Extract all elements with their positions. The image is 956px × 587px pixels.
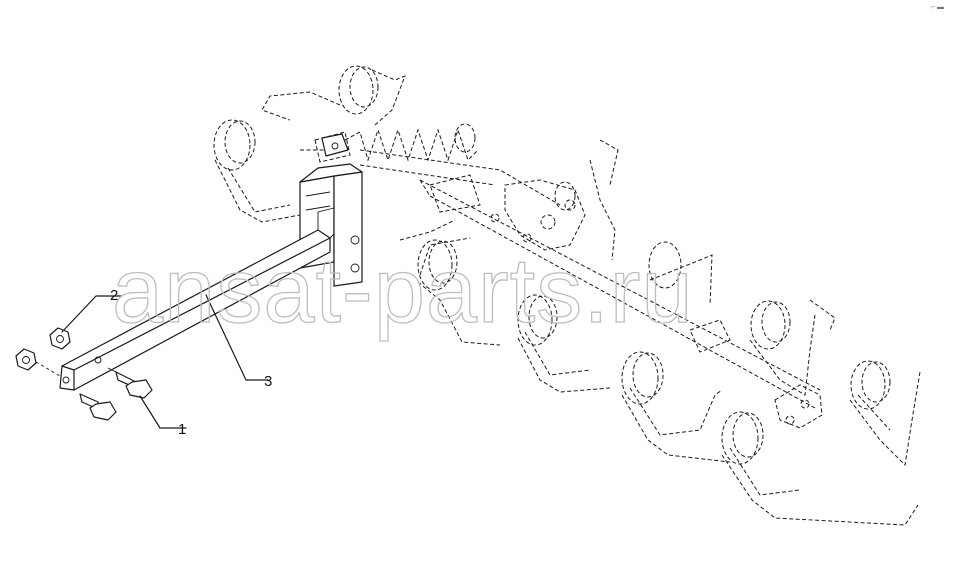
- watermark-text: ansat-parts.ru: [112, 240, 694, 342]
- callout-3-number: 3: [264, 373, 272, 390]
- mounting-bracket: [299, 133, 363, 287]
- tine-wires: [214, 69, 921, 526]
- callout-1-number: 1: [178, 421, 186, 438]
- lock-nuts: [15, 327, 71, 377]
- callout-2-number: 2: [110, 287, 118, 304]
- spring-tine-coils: [213, 65, 891, 465]
- hex-bolts: [79, 367, 153, 421]
- corner-mark: ⌐ ▬: [930, 4, 944, 11]
- rake-assembly-dashed: [213, 65, 921, 526]
- tension-spring: [300, 128, 479, 162]
- support-arm: [59, 207, 335, 391]
- callout-leaders: [61, 294, 269, 429]
